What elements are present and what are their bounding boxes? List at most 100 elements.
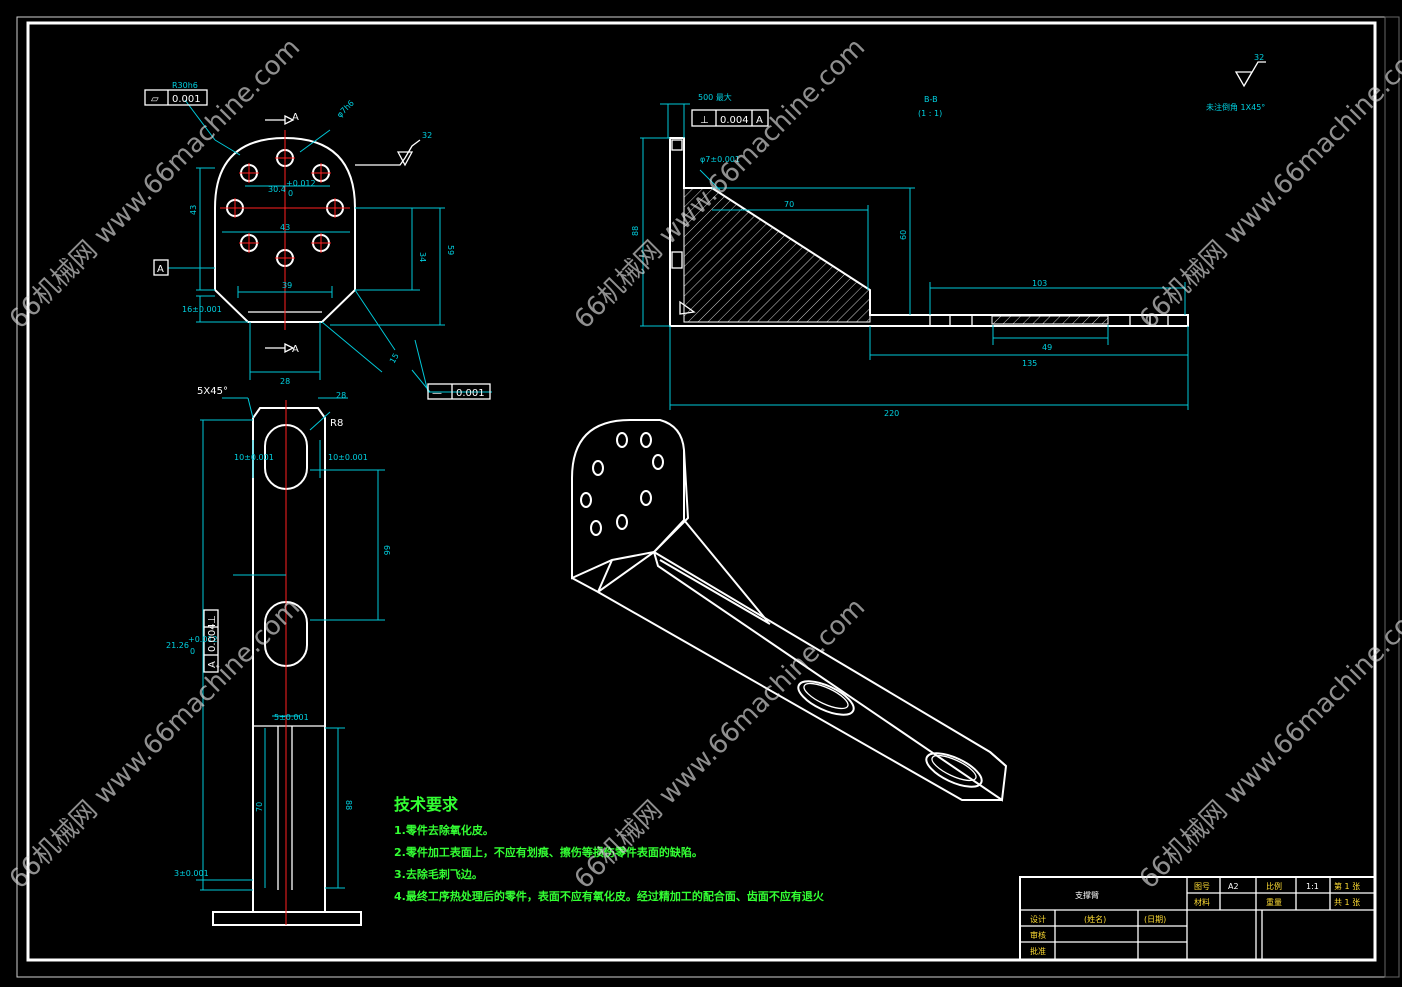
approve-label: 批准 <box>1030 946 1046 956</box>
radius-label: R30h6 <box>172 81 198 90</box>
scale-value: 1:1 <box>1306 882 1319 891</box>
dim-height-43: 43 <box>189 205 198 215</box>
iso-hole <box>640 432 652 448</box>
part-name: 支撑臂 <box>1075 890 1099 900</box>
straightness-tolerance: 0.001 <box>456 388 485 399</box>
dim-39: 39 <box>282 281 292 290</box>
dim-88: 88 <box>631 226 640 236</box>
dim-21-tol-upper: +0.012 <box>188 635 218 644</box>
dim-16: 16±0.001 <box>182 305 222 314</box>
perp-symbol: ⊥ <box>700 115 709 126</box>
bolt-circle-tol-upper: +0.012 <box>286 179 316 188</box>
slot-width-dim: 5±0.001 <box>274 713 309 722</box>
watermark-text: 66机械网 www.66machine.com <box>4 33 306 335</box>
watermark-text: 66机械网 www.66machine.com <box>1134 33 1402 335</box>
iso-hole <box>640 490 652 506</box>
dim-88: 88 <box>344 800 353 810</box>
watermark-text: 66机械网 www.66machine.com <box>1134 593 1402 895</box>
dim-10-left: 10±0.001 <box>234 453 274 462</box>
paper-label: 图号 <box>1194 882 1210 891</box>
dim-70: 70 <box>784 200 794 209</box>
section-a-top: A <box>292 112 299 123</box>
dim-15: 15 <box>388 352 401 365</box>
iso-hole <box>616 432 628 448</box>
iso-hole <box>616 514 628 530</box>
dim-34: 34 <box>418 252 427 262</box>
material-label: 材料 <box>1194 897 1210 907</box>
datum-a: A <box>157 264 164 275</box>
tech-item: 4.最终工序热处理后的零件，表面不应有氧化皮。经过精加工的配合面、齿面不应有退火 <box>394 889 825 903</box>
bolt-circle-dim: 30.4 <box>268 185 286 194</box>
scrollbar-track[interactable] <box>1384 16 1400 978</box>
iso-hole <box>592 460 604 476</box>
watermark-text: 66机械网 www.66machine.com <box>4 593 306 895</box>
arm-base-plate <box>212 911 362 926</box>
hole-dia-label: φ7h6 <box>335 99 356 120</box>
dim-21: 21.26 <box>166 641 189 650</box>
technical-requirements: 技术要求 1.零件去除氧化皮。 2.零件加工表面上，不应有划痕、擦伤等损伤零件表… <box>394 795 825 903</box>
checker-label: 审核 <box>1030 930 1046 940</box>
paper-value: A2 <box>1228 882 1239 891</box>
side-view: 5X45° 28 R8 10±0.001 10±0.001 66 21.26 +… <box>166 386 391 926</box>
section-scale: (1 : 1) <box>918 109 942 118</box>
dim-60: 60 <box>899 230 908 240</box>
dim-21-tol-lower: 0 <box>190 647 195 656</box>
flange-outline <box>214 136 356 323</box>
sheet-index: 第 1 张 <box>1334 881 1360 891</box>
dim-width-43: 43 <box>280 223 290 232</box>
dim-220: 220 <box>884 409 899 418</box>
tech-heading: 技术要求 <box>394 795 459 814</box>
perp-datum: A <box>756 115 763 126</box>
hole-label: φ7±0.001 <box>700 155 740 164</box>
perp-datum: A <box>207 661 218 668</box>
iso-hole <box>652 454 664 470</box>
flatness-symbol: ⏥ <box>151 94 159 105</box>
scale-label: 比例 <box>1266 881 1282 891</box>
dim-66: 66 <box>382 545 391 555</box>
section-hatch <box>683 187 871 323</box>
perp-tolerance: 0.004 <box>720 115 749 126</box>
tech-item: 1.零件去除氧化皮。 <box>394 823 494 837</box>
arm-outline <box>252 407 326 913</box>
chamfer-label: 5X45° <box>197 386 228 397</box>
perp-tolerance: 0.004 <box>207 623 218 652</box>
dim-28-top: 28 <box>336 391 346 400</box>
dim-49: 49 <box>1042 343 1052 352</box>
isometric-view <box>571 419 1008 802</box>
perp-symbol: ⊥ <box>207 615 218 624</box>
designer-label: 设计 <box>1030 914 1046 924</box>
dim-135: 135 <box>1022 359 1037 368</box>
radius-r8: R8 <box>330 418 343 429</box>
straightness-symbol: — <box>432 388 442 399</box>
designer-name: (姓名) <box>1084 914 1106 924</box>
dim-10-right: 10±0.001 <box>328 453 368 462</box>
section-view: 500 最大 ⊥ 0.004 A φ7±0.001 B-B (1 : 1) 88… <box>631 53 1266 418</box>
watermark-text: 66机械网 www.66machine.com <box>569 593 871 895</box>
bolt-holes <box>225 148 345 268</box>
dim-103: 103 <box>1032 279 1047 288</box>
date-label: (日期) <box>1144 915 1166 924</box>
inner-border <box>26 21 1377 962</box>
section-title: B-B <box>924 95 938 104</box>
sheet-total: 共 1 张 <box>1334 898 1360 907</box>
tech-item: 3.去除毛刺飞边。 <box>394 867 483 881</box>
dim-28: 28 <box>280 377 290 386</box>
top-dim-label: 500 最大 <box>698 92 732 102</box>
iso-holes <box>580 432 664 536</box>
roughness-value: 32 <box>1254 53 1264 62</box>
bolt-circle-tol-lower: 0 <box>288 189 293 198</box>
iso-hole <box>590 520 602 536</box>
dim-3: 3±0.001 <box>174 869 209 878</box>
section-a-bottom: A <box>292 344 299 355</box>
title-block: 支撑臂 图号 A2 比例 1:1 第 1 张 材料 重量 共 1 张 设计 (姓… <box>1019 876 1376 961</box>
dim-59: 59 <box>446 245 455 255</box>
tech-item: 2.零件加工表面上，不应有划痕、擦伤等损伤零件表面的缺陷。 <box>394 845 703 859</box>
flatness-tolerance: 0.001 <box>172 94 201 105</box>
chamfer-note: 未注倒角 1X45° <box>1206 102 1265 112</box>
iso-hole <box>580 492 592 508</box>
roughness-value: 32 <box>422 131 432 140</box>
front-view: R30h6 ⏥ 0.001 φ7h6 30.4 +0.012 0 43 43 3… <box>144 81 492 400</box>
dim-70: 70 <box>255 802 264 812</box>
iso-flange-face <box>571 419 685 580</box>
